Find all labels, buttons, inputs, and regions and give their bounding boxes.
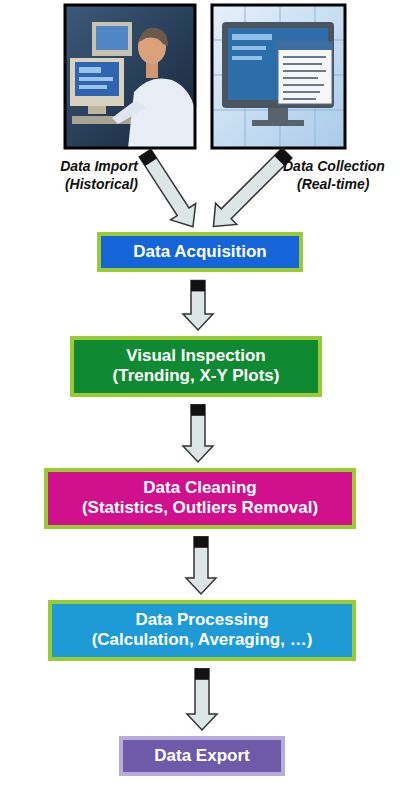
block-arrow [187,669,217,730]
step-detail: (Statistics, Outliers Removal) [60,498,340,518]
process-box: Data Acquisition [97,232,303,272]
step-title: Visual Inspection [86,346,306,366]
operator-photo [65,5,195,148]
flow-arrow [187,669,217,730]
flow-arrow [186,537,216,594]
block-arrow [186,537,216,594]
arrow-cap [195,669,209,680]
process-box: Visual Inspection(Trending, X-Y Plots) [70,336,322,397]
step-title: Data Export [135,746,269,766]
flow-arrow [183,405,213,462]
import-arrow [132,145,205,235]
flow-arrow [183,280,213,330]
source-label: (Real-time) [297,176,369,193]
arrow-cap [191,280,205,291]
step-detail: (Calculation, Averaging, …) [64,630,340,650]
software-screenshot [212,5,345,148]
process-box: Data Export [119,736,285,776]
arrow-cap [191,405,205,416]
arrow-cap [194,537,208,548]
source-label: Data Collection [283,158,385,175]
process-box: Data Cleaning(Statistics, Outliers Remov… [44,468,356,529]
step-title: Data Cleaning [60,478,340,498]
step-title: Data Acquisition [113,242,287,262]
collection-arrow [203,142,298,237]
process-box: Data Processing(Calculation, Averaging, … [48,600,356,661]
source-label: (Historical) [65,176,138,193]
step-detail: (Trending, X-Y Plots) [86,366,306,386]
step-title: Data Processing [64,610,340,630]
source-label: Data Import [60,158,138,175]
block-arrow [183,405,213,462]
block-arrow [183,280,213,330]
